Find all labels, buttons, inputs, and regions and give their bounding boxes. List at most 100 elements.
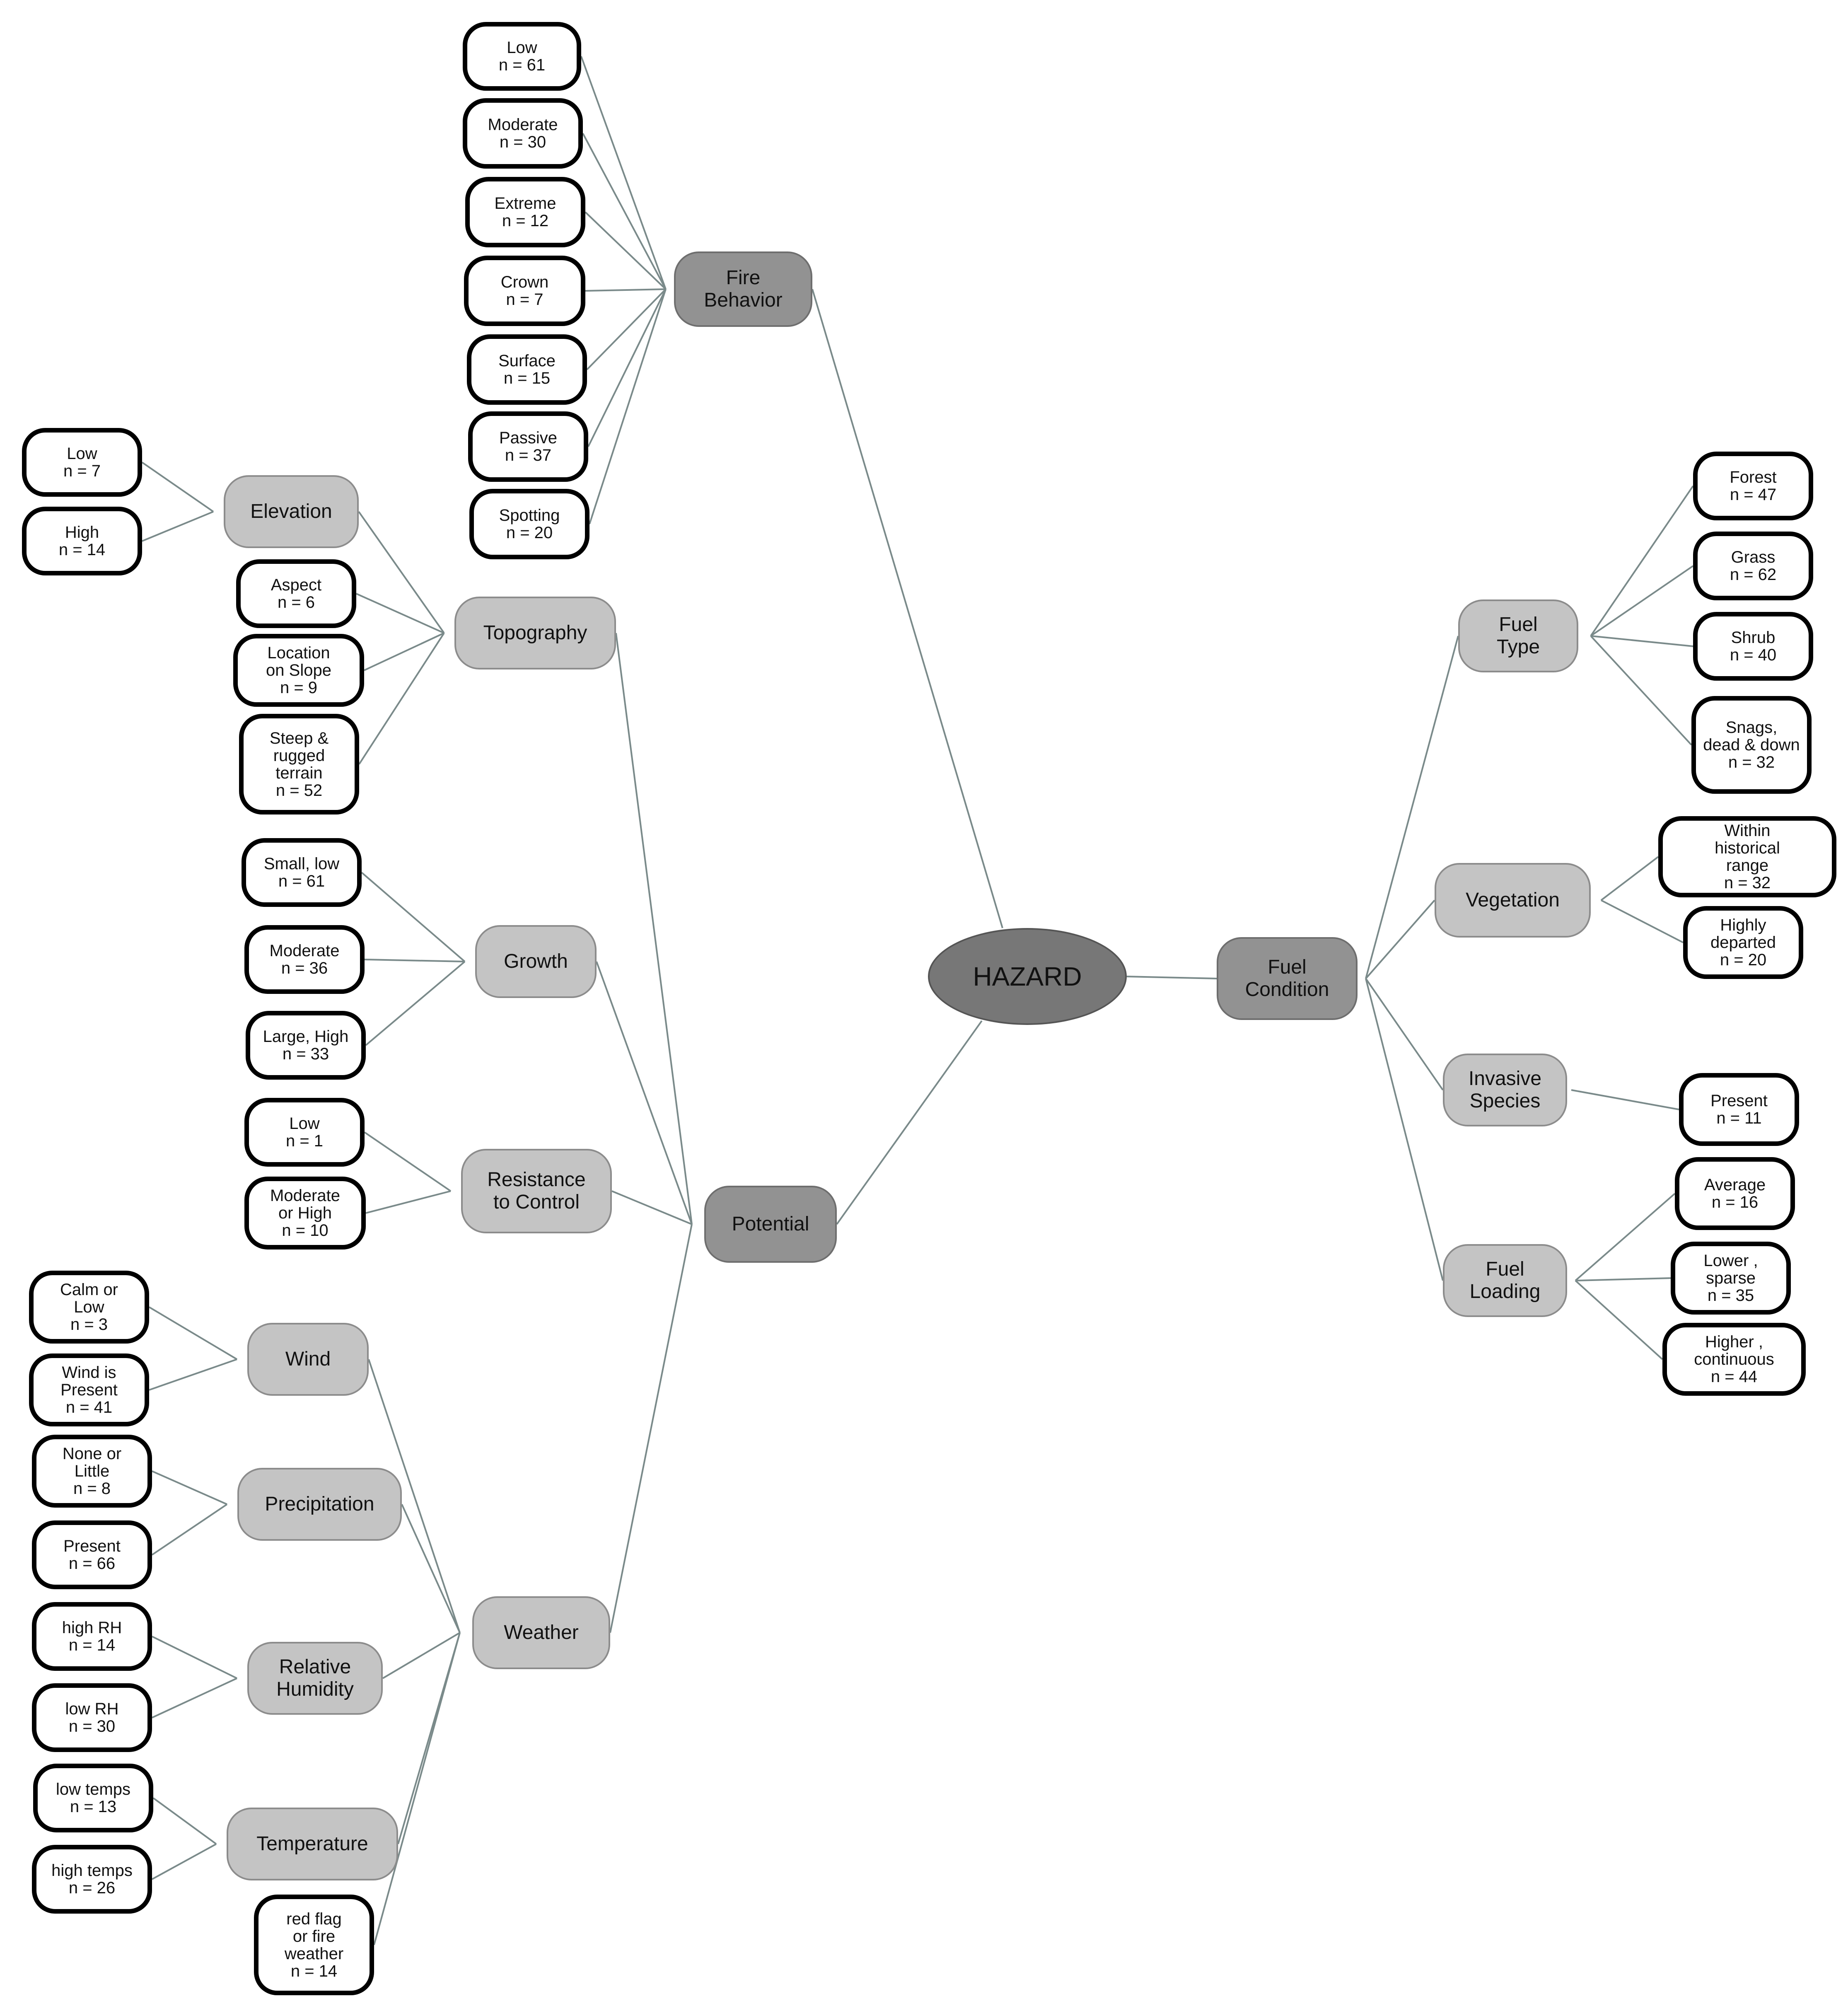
leaf-label: Higher , continuous n = 44 xyxy=(1694,1333,1774,1386)
leaf-label: Wind is Present n = 41 xyxy=(60,1363,118,1416)
connector-fire_behavior-fb_low xyxy=(580,56,667,290)
fuel-loading-average-leaf: Average n = 16 xyxy=(1675,1157,1795,1230)
connector-fuel_condition-invasive_species xyxy=(1365,978,1444,1091)
fuel-condition-node: Fuel Condition xyxy=(1217,937,1358,1020)
connector-potential-resistance_to_control xyxy=(611,1190,692,1225)
relative-humidity-node: Relative Humidity xyxy=(247,1642,383,1715)
fuel-condition-label: Fuel Condition xyxy=(1245,956,1329,1001)
potential-label: Potential xyxy=(732,1213,809,1235)
leaf-label: high temps n = 26 xyxy=(51,1861,133,1897)
leaf-label: High n = 14 xyxy=(58,523,106,559)
connector-fuel_condition-fuel_loading xyxy=(1365,978,1444,1281)
fuel-loading-lower-sparse-leaf: Lower , sparse n = 35 xyxy=(1671,1242,1791,1315)
fuel-loading-node: Fuel Loading xyxy=(1443,1244,1567,1317)
connector-hazard-fire_behavior xyxy=(812,289,1003,928)
leaf-label: Spotting n = 20 xyxy=(499,506,560,542)
leaf-label: Small, low n = 61 xyxy=(263,855,340,890)
fuel-loading-higher-continuous-leaf: Higher , continuous n = 44 xyxy=(1662,1323,1806,1396)
connector-fire_behavior-fb_surface xyxy=(586,288,667,370)
wind-calm-or-low-leaf: Calm or Low n = 3 xyxy=(29,1271,149,1344)
connector-weather-wind xyxy=(368,1359,461,1633)
fire-behavior-label: Fire Behavior xyxy=(704,267,783,311)
fuel-type-label: Fuel Type xyxy=(1496,614,1540,658)
hazard-root-node: HAZARD xyxy=(928,928,1127,1025)
connector-topography-elevation xyxy=(358,511,445,634)
wind-is-present-leaf: Wind is Present n = 41 xyxy=(29,1353,149,1426)
invasive-species-node: Invasive Species xyxy=(1443,1054,1567,1126)
topography-location-on-slope-leaf: Location on Slope n = 9 xyxy=(233,634,364,707)
topography-label: Topography xyxy=(483,622,587,644)
topography-aspect-leaf: Aspect n = 6 xyxy=(236,559,356,628)
connector-temperature-temp_high xyxy=(152,1843,217,1880)
resistance-low-leaf: Low n = 1 xyxy=(244,1098,365,1167)
connector-fuel_condition-fuel_type xyxy=(1365,636,1459,979)
connector-potential-topography xyxy=(615,633,693,1225)
connector-fuel_loading-fl_higher xyxy=(1575,1280,1663,1360)
growth-small-low-leaf: Small, low n = 61 xyxy=(242,838,362,907)
fire-behavior-moderate-leaf: Moderate n = 30 xyxy=(463,98,583,169)
connector-weather-relative_humidity xyxy=(382,1632,461,1679)
connector-growth-growth_large xyxy=(365,961,466,1046)
connector-relative_humidity-rh_low xyxy=(152,1677,237,1718)
connector-growth-growth_small xyxy=(361,872,466,962)
weather-node: Weather xyxy=(472,1596,610,1669)
leaf-label: Moderate or High n = 10 xyxy=(270,1187,340,1240)
connector-elevation-elev_high xyxy=(142,511,214,542)
precipitation-present-leaf: Present n = 66 xyxy=(32,1520,152,1589)
growth-node: Growth xyxy=(475,925,597,998)
leaf-label: Moderate n = 36 xyxy=(269,942,340,977)
connector-potential-weather xyxy=(609,1224,693,1633)
temperature-label: Temperature xyxy=(256,1833,368,1855)
connector-fire_behavior-fb_spotting xyxy=(589,289,667,524)
leaf-label: Lower , sparse n = 35 xyxy=(1703,1252,1758,1305)
potential-node: Potential xyxy=(704,1186,837,1263)
leaf-label: Moderate n = 30 xyxy=(488,116,558,151)
topography-node: Topography xyxy=(454,597,616,669)
connector-fuel_loading-fl_average xyxy=(1575,1193,1676,1281)
leaf-label: Crown n = 7 xyxy=(500,273,549,309)
leaf-label: high RH n = 14 xyxy=(62,1619,122,1654)
connector-elevation-elev_low xyxy=(141,462,214,512)
leaf-label: Surface n = 15 xyxy=(498,352,556,387)
elevation-high-leaf: High n = 14 xyxy=(22,507,142,575)
vegetation-highly-departed-leaf: Highly departed n = 20 xyxy=(1683,906,1803,979)
growth-moderate-leaf: Moderate n = 36 xyxy=(244,925,365,994)
elevation-node: Elevation xyxy=(224,475,359,548)
fuel-type-shrub-leaf: Shrub n = 40 xyxy=(1693,612,1813,681)
connector-topography-topo_steep xyxy=(358,632,445,765)
connector-fire_behavior-fb_moderate xyxy=(582,133,667,290)
low-temps-leaf: low temps n = 13 xyxy=(33,1764,153,1832)
precipitation-none-or-little-leaf: None or Little n = 8 xyxy=(32,1435,152,1508)
vegetation-label: Vegetation xyxy=(1466,889,1560,911)
fire-behavior-surface-leaf: Surface n = 15 xyxy=(467,334,587,405)
fuel-loading-label: Fuel Loading xyxy=(1469,1258,1541,1303)
hazard-label: HAZARD xyxy=(973,962,1082,991)
weather-label: Weather xyxy=(504,1622,579,1643)
fuel-type-snags-leaf: Snags, dead & down n = 32 xyxy=(1691,696,1812,794)
connector-resistance_to_control-res_moderate xyxy=(365,1190,451,1214)
connector-fire_behavior-fb_crown xyxy=(585,288,666,292)
connector-vegetation-veg_within xyxy=(1600,856,1659,901)
fire-behavior-crown-leaf: Crown n = 7 xyxy=(464,256,585,326)
leaf-label: Within historical range n = 32 xyxy=(1715,822,1780,892)
leaf-label: Large, High n = 33 xyxy=(263,1027,349,1063)
connector-fuel_condition-vegetation xyxy=(1365,899,1435,979)
leaf-label: Passive n = 37 xyxy=(499,429,558,464)
red-flag-weather-leaf: red flag or fire weather n = 14 xyxy=(254,1895,374,1995)
leaf-label: Present n = 66 xyxy=(63,1537,121,1573)
low-rh-leaf: low RH n = 30 xyxy=(32,1683,152,1752)
connector-invasive_species-inv_present xyxy=(1571,1089,1679,1110)
leaf-label: Aspect n = 6 xyxy=(271,576,322,611)
leaf-label: Grass n = 62 xyxy=(1730,548,1777,584)
connector-resistance_to_control-res_low xyxy=(364,1131,452,1192)
connector-fire_behavior-fb_extreme xyxy=(585,211,667,290)
invasive-present-leaf: Present n = 11 xyxy=(1679,1073,1799,1146)
leaf-label: red flag or fire weather n = 14 xyxy=(284,1909,344,1980)
leaf-label: Shrub n = 40 xyxy=(1730,628,1777,664)
leaf-label: Low n = 1 xyxy=(285,1114,324,1150)
leaf-label: low temps n = 13 xyxy=(56,1780,131,1816)
leaf-label: Location on Slope n = 9 xyxy=(266,644,331,697)
wind-node: Wind xyxy=(247,1323,369,1396)
connector-relative_humidity-rh_high xyxy=(152,1636,237,1679)
